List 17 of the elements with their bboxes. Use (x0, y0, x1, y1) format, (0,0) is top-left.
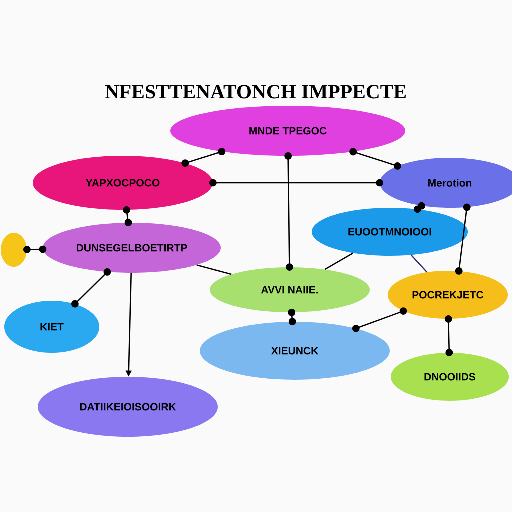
title: NFESTTENATONCH IMPPECTE (105, 85, 406, 99)
connector (24, 246, 47, 254)
connector (210, 179, 384, 187)
connector (123, 206, 132, 226)
connector (455, 204, 471, 275)
connector (288, 309, 296, 326)
connector (410, 254, 428, 273)
blank-ellipse (1, 233, 27, 267)
connector (350, 148, 402, 170)
connector (324, 252, 354, 270)
connector (284, 152, 294, 271)
connector (444, 316, 454, 356)
connector (182, 148, 226, 168)
connector (352, 308, 408, 332)
connector (414, 202, 426, 214)
connector (72, 268, 112, 308)
connector (196, 264, 232, 276)
